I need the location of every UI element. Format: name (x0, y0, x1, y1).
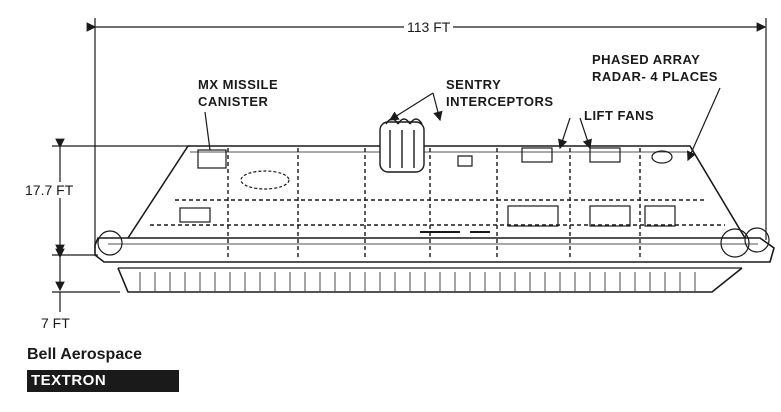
lift-fans-leader-2 (579, 117, 592, 150)
lift-fans-leader-1 (558, 117, 571, 150)
lift-fans-label: LIFT FANS (584, 108, 655, 123)
equipment-block-1 (179, 207, 211, 223)
sentry-leader-1 (388, 92, 434, 121)
mx-missile-label-1: MX MISSILE (198, 77, 279, 92)
skirt-segments (139, 272, 696, 291)
equipment-block-4 (644, 205, 676, 227)
hull-superstructure (127, 145, 746, 239)
lift-fan-housing-1 (521, 147, 553, 163)
radar-leader (687, 87, 721, 162)
equipment-block-2 (507, 205, 559, 227)
textron-logo-badge: TEXTRON (27, 370, 179, 392)
mx-missile-leader (204, 111, 211, 151)
deck-outline (94, 237, 775, 263)
cushion-dimension-label: 7 FT (38, 315, 73, 331)
sentry-interceptors-shape (379, 118, 425, 173)
skirt-outline (117, 267, 743, 293)
bow-propulsor (97, 230, 123, 256)
stern-propulsor-2 (744, 227, 770, 253)
structural-frames (150, 148, 725, 258)
radar-panel-shape (651, 150, 673, 164)
hull-window-left (457, 155, 473, 167)
equipment-block-3 (589, 205, 631, 227)
mx-missile-label-2: CANISTER (198, 94, 269, 109)
lift-fan-housing-2 (589, 147, 621, 163)
sentry-label-2: INTERCEPTORS (446, 94, 554, 109)
radar-label-2: RADAR- 4 PLACES (592, 69, 718, 84)
canister-compartment (197, 149, 227, 169)
company-name: Bell Aerospace (27, 346, 143, 363)
radar-label-1: PHASED ARRAY (592, 52, 701, 67)
stern-propulsor-1 (720, 228, 750, 258)
sentry-label-1: SENTRY (446, 77, 502, 92)
height-dimension-label: 17.7 FT (22, 182, 77, 198)
length-dimension-label: 113 FT (404, 19, 454, 35)
missile-canister-shape (240, 170, 290, 190)
sentry-leader-2 (432, 92, 443, 122)
